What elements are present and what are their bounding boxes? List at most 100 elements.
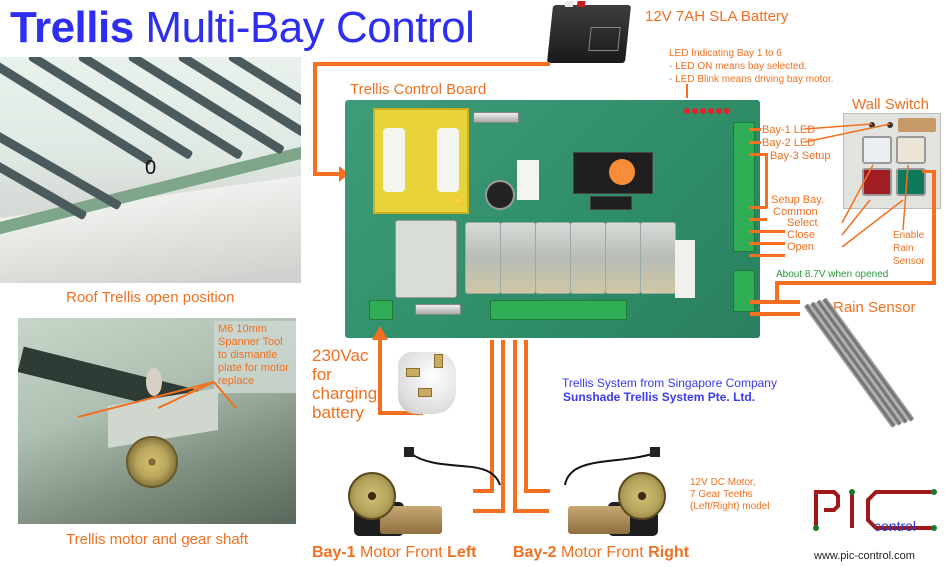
led-note: LED Indicating Bay 1 to 6 - LED ON means…	[669, 47, 834, 86]
motor1-wire	[473, 489, 494, 493]
motor2-connector	[650, 447, 660, 457]
rain-wire	[775, 281, 936, 285]
plug-prong	[406, 368, 420, 377]
motor1-cable	[409, 452, 501, 486]
bay-led	[716, 108, 722, 114]
ac-note-line: battery	[312, 403, 364, 422]
relay	[605, 222, 641, 294]
motor2-wire	[524, 489, 550, 493]
transformer-core	[437, 128, 459, 192]
main-fuse	[415, 304, 461, 315]
relay	[465, 222, 501, 294]
bay1-caption-mid: Motor Front	[355, 544, 448, 561]
terminal-wire	[749, 153, 767, 156]
motor-gear	[348, 472, 396, 520]
company-line1: Trellis System from Singapore Company	[562, 376, 777, 390]
motor-spec: 12V DC Motor, 7 Gear Teeths (Left/Right)…	[690, 477, 769, 513]
terminal-wire	[749, 218, 767, 221]
motor-spec-line: 7 Gear Teeths	[690, 489, 753, 500]
rain-wire	[750, 312, 800, 316]
battery-label	[588, 27, 621, 51]
motor-body	[568, 506, 630, 534]
transformer-core	[383, 128, 405, 192]
relay	[640, 222, 676, 294]
motor-caption: Trellis motor and gear shaft	[66, 531, 249, 548]
roof-marker: 0	[145, 157, 157, 179]
pointer-line	[841, 164, 874, 224]
close-label: Close	[787, 229, 816, 241]
bay1-led-label: Bay-1 LED	[762, 124, 816, 136]
voltage-note: About 8.7V when opened	[776, 269, 889, 280]
pointer-line	[902, 164, 909, 231]
spanner-note-line: replace	[218, 375, 255, 387]
bay2-caption-bay: Bay-2	[513, 544, 557, 561]
motor2-wire	[513, 340, 517, 512]
ac-wire	[378, 411, 422, 415]
bay2-led-label: Bay-2 LED	[762, 137, 816, 149]
rain-sensor-image	[802, 297, 917, 450]
motor1-wire	[473, 509, 505, 513]
motor-terminal-block	[490, 300, 627, 320]
bay2-caption-side: Right	[648, 544, 690, 561]
battery-wire	[313, 172, 347, 176]
bay1-caption-bay: Bay-1	[312, 544, 356, 561]
power-led	[455, 198, 461, 204]
logo-dot	[931, 525, 937, 531]
pic-control-logo	[813, 489, 937, 531]
pointer-line	[841, 199, 871, 236]
bay-led	[724, 108, 730, 114]
logo-dot	[931, 489, 937, 495]
main-relay	[395, 220, 457, 298]
bay2-motor-image	[548, 468, 666, 540]
battery-terminal	[564, 1, 574, 7]
battery-image	[546, 1, 632, 63]
close-switch-button	[862, 168, 892, 196]
terminal-wire	[749, 254, 785, 257]
terminal-wire	[749, 128, 761, 131]
bay3-setup-label: Bay-3 Setup	[770, 150, 831, 162]
logo-dot	[849, 489, 855, 495]
battery-fuse	[473, 112, 519, 123]
terminal-wire	[749, 141, 761, 144]
battery-label-text: 12V 7AH SLA Battery	[645, 8, 789, 25]
relay	[570, 222, 606, 294]
rain-wire	[750, 300, 800, 304]
spanner-note-line: Spanner Tool	[218, 336, 283, 348]
ac-note-line: 230Vac	[312, 346, 369, 365]
arrow-head-icon	[339, 166, 349, 182]
led-note-line: LED Indicating Bay 1 to 6	[669, 48, 782, 59]
bay-led	[700, 108, 706, 114]
rain-enable-switch-button	[896, 136, 926, 164]
sensor-terminal-block	[733, 270, 755, 312]
logo-p-trace	[814, 490, 840, 528]
motor-gear-photo: M6 10mm Spanner Tool to dismantle plate …	[18, 318, 296, 524]
motor-gear	[126, 436, 178, 488]
rain-wire	[932, 170, 936, 285]
motor2-cable	[564, 452, 656, 486]
logo-dot	[813, 525, 819, 531]
led-note-line: - LED ON means bay selected.	[669, 61, 807, 72]
enable-rain-line: Rain	[893, 243, 914, 254]
select-label: Select	[787, 217, 818, 229]
battery-terminal	[576, 1, 586, 7]
pointer-line	[804, 123, 873, 130]
motor-cables	[404, 447, 660, 486]
title-bold: Trellis	[10, 3, 134, 52]
wall-switch-label: Wall Switch	[852, 96, 929, 113]
transformer	[373, 108, 469, 214]
motor-spec-line: 12V DC Motor,	[690, 477, 756, 488]
ac-note-line: charging	[312, 384, 378, 403]
title-rest: Multi-Bay Control	[133, 3, 475, 52]
terminal-wire	[749, 230, 785, 233]
page-title: Trellis Multi-Bay Control	[10, 3, 475, 52]
ac-wire	[378, 340, 382, 414]
rain-sensor-bar	[821, 297, 915, 423]
arrow-head-icon	[372, 326, 388, 340]
enable-rain-line: Enable	[893, 230, 925, 241]
select-switch-button	[862, 136, 892, 164]
motor-gear	[618, 472, 666, 520]
logo-control-text: control	[874, 518, 917, 534]
bay1-motor-image	[344, 468, 462, 540]
board-label: Trellis Control Board	[350, 81, 487, 98]
logo-url[interactable]: www.pic-control.com	[814, 550, 915, 562]
